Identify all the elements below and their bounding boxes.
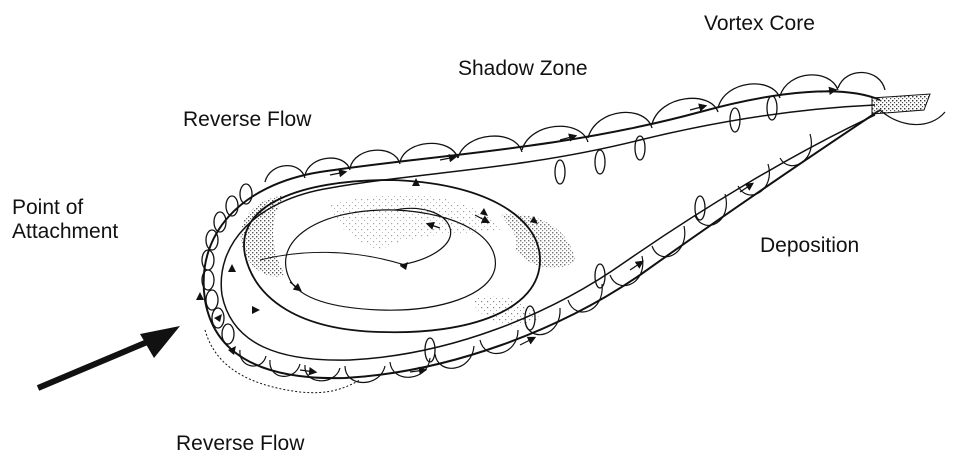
label-reverse-flow-top: Reverse Flow	[183, 108, 311, 132]
incoming-flow-arrow	[38, 326, 180, 388]
deposition-shading-right	[500, 214, 575, 268]
inner-bowl-shading	[330, 195, 500, 250]
shaded-regions	[241, 195, 575, 326]
bowl-center-line	[260, 252, 405, 265]
label-shadow-zone: Shadow Zone	[458, 57, 588, 81]
vortex-core-tail	[872, 94, 945, 125]
label-deposition: Deposition	[760, 234, 859, 258]
label-point-of-attachment-line1: Point of	[12, 196, 118, 220]
label-reverse-flow-bottom: Reverse Flow	[176, 432, 304, 456]
label-vortex-core: Vortex Core	[704, 12, 815, 36]
ground-edge	[205, 330, 360, 393]
label-point-of-attachment: Point of Attachment	[12, 196, 118, 244]
label-point-of-attachment-line2: Attachment	[12, 220, 118, 244]
